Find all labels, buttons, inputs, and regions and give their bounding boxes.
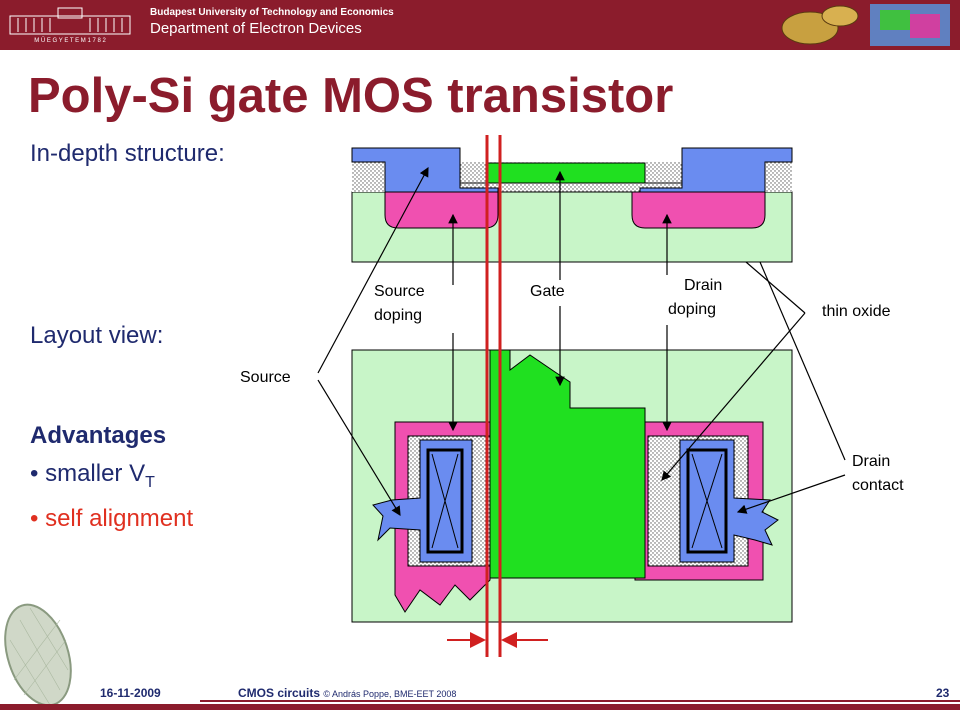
drain-contact-line-up: [759, 261, 846, 461]
university-logo-icon: M Ű E G Y E T E M 1 7 8 2: [9, 7, 131, 44]
footer-date: 16-11-2009: [100, 686, 161, 700]
layout-view: [351, 349, 793, 623]
footer-copyright: © András Poppe, BME-EET 2008: [323, 689, 457, 699]
layout-view-heading: Layout view:: [30, 322, 164, 349]
thin-oxide-arrow-down: [661, 312, 806, 481]
drain-contact-cross-b: [691, 453, 723, 549]
source-arrow-up: [317, 166, 429, 374]
advantage-vt-text: • smaller V: [30, 460, 146, 487]
footer-rule: [0, 704, 960, 710]
thin-oxide-line-up: [745, 261, 806, 314]
drain-contact-label-line2: contact: [852, 477, 904, 494]
poly-gate-section: [487, 162, 646, 184]
drain-contact-label: Drain contact: [852, 450, 904, 498]
cross-section: [351, 147, 793, 263]
advantages-heading: Advantages: [30, 422, 167, 449]
footer-rule-thin: [200, 700, 960, 702]
drain-metal-contact: [639, 147, 793, 193]
source-contact-cross-b: [431, 453, 459, 549]
source-doping-label-line2: doping: [374, 307, 423, 324]
advantage-vt-subscript: T: [145, 473, 155, 491]
gate-label: Gate: [530, 283, 565, 300]
footer-course-name: CMOS circuits: [238, 686, 321, 700]
advantage-self-alignment: • self alignment: [30, 505, 194, 532]
header-bar: M Ű E G Y E T E M 1 7 8 2 Budapest Unive…: [0, 0, 960, 50]
source-metal-layout: [372, 439, 473, 563]
drain-contact-arrow: [736, 474, 846, 514]
in-depth-heading: In-depth structure:: [30, 140, 225, 167]
poly-gate-layout: [489, 349, 646, 579]
department-name: Department of Electron Devices: [150, 20, 362, 37]
footer-course: CMOS circuits © András Poppe, BME-EET 20…: [238, 686, 456, 700]
source-arrow-down: [317, 379, 401, 517]
university-name: Budapest University of Technology and Ec…: [150, 7, 394, 18]
svg-text:M Ű E G Y E T E M 1 7 8 2: M Ű E G Y E T E M 1 7 8 2: [34, 37, 106, 44]
drain-doping-label-line1: Drain: [684, 277, 723, 294]
drain-metal-layout: [679, 439, 779, 563]
drain-doping-label: Drain doping: [668, 274, 722, 322]
source-contact-window: [426, 448, 464, 554]
thin-oxide-label: thin oxide: [822, 303, 891, 320]
source-label: Source: [240, 369, 291, 386]
source-doping-region: [384, 191, 499, 229]
slide-title: Poly-Si gate MOS transistor: [28, 69, 674, 123]
chip-wafer-icon: [770, 0, 960, 50]
drain-contact-label-line1: Drain: [852, 453, 891, 470]
page-number: 23: [936, 686, 950, 700]
drain-contact-window: [686, 448, 728, 554]
wafer-icon: [4, 603, 72, 707]
source-doping-label: Source doping: [374, 280, 425, 328]
advantage-vt: • smaller VT: [30, 460, 155, 492]
source-doping-label-line1: Source: [374, 283, 425, 300]
drain-doping-region: [631, 191, 766, 229]
drain-doping-label-line2: doping: [668, 301, 717, 318]
